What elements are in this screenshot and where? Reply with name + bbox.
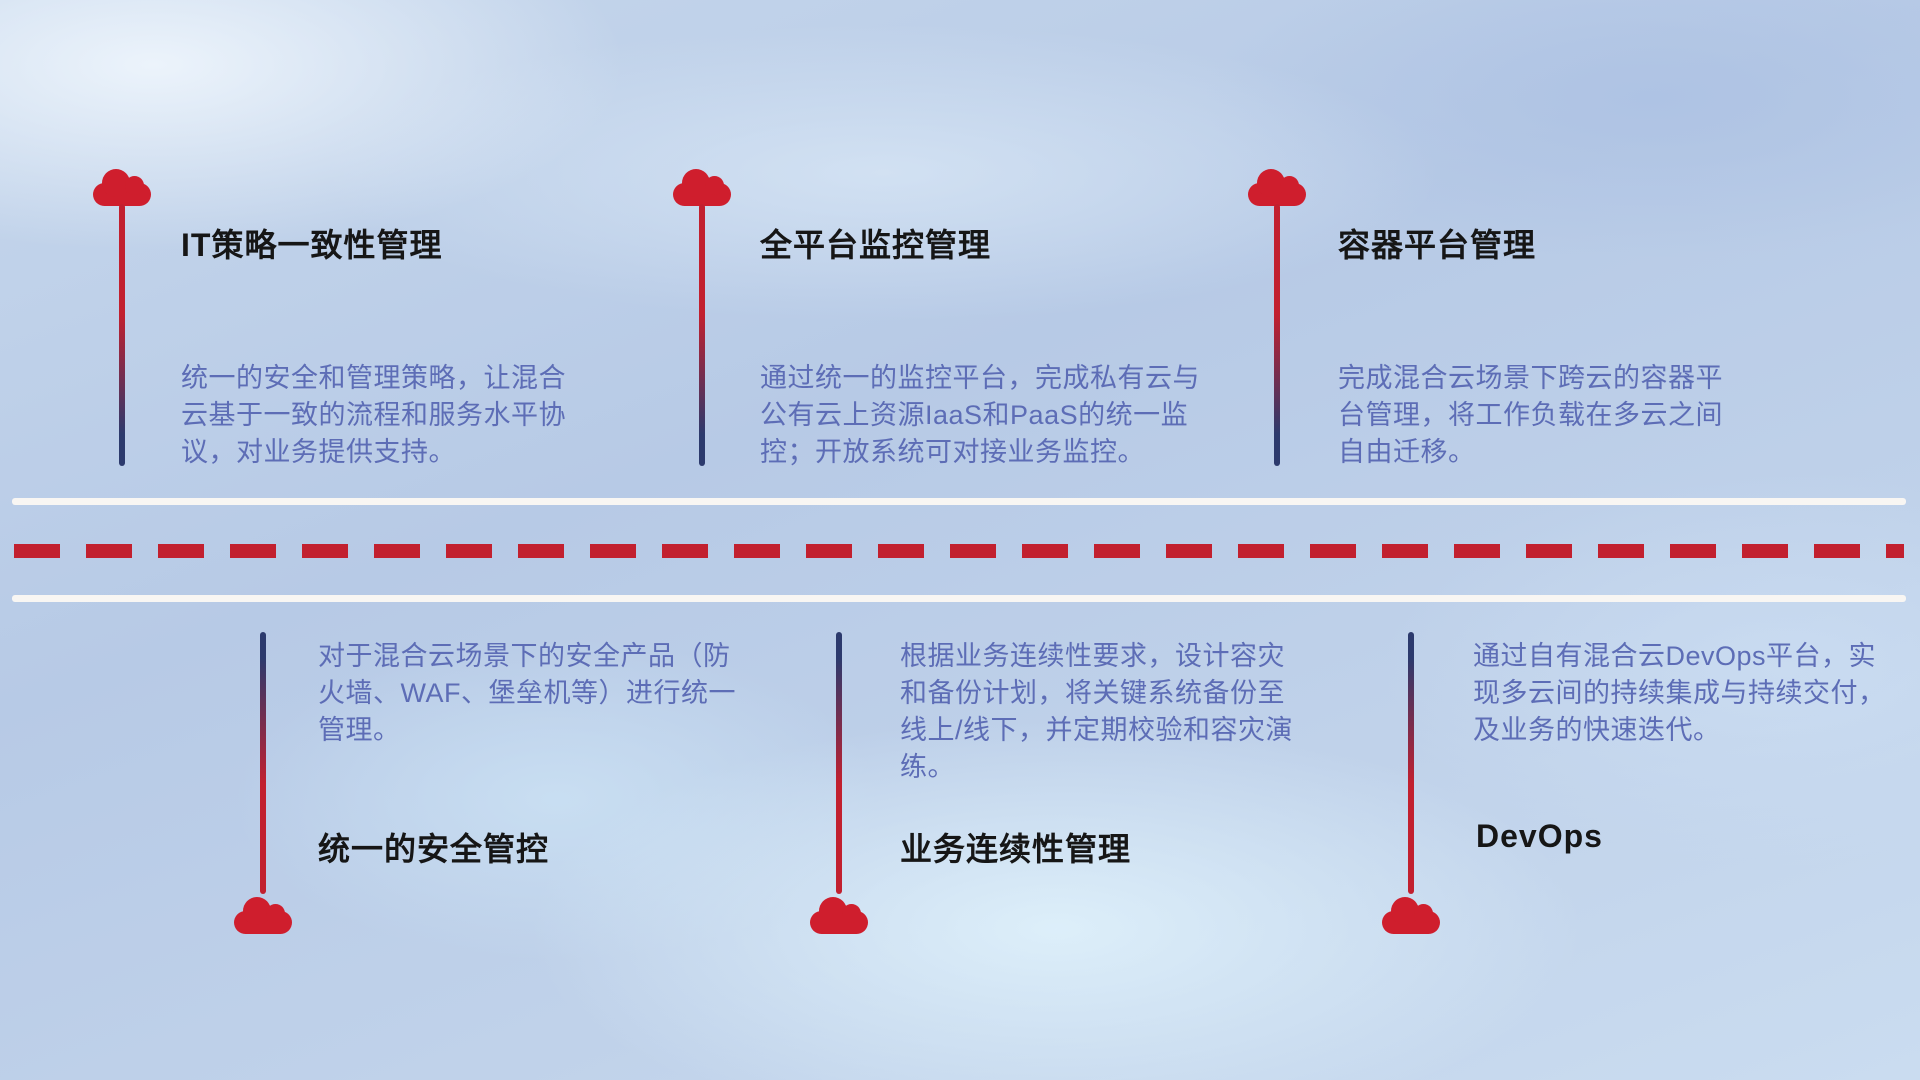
item-title: 统一的安全管控	[318, 831, 550, 867]
item-title: DevOps	[1476, 818, 1603, 854]
item-title: 业务连续性管理	[900, 831, 1132, 867]
item-title: 全平台监控管理	[760, 227, 992, 263]
cloud-icon	[93, 168, 151, 206]
cloud-icon	[1382, 896, 1440, 934]
cloud-icon	[673, 168, 731, 206]
road-line-top	[12, 498, 1906, 505]
cloud-icon	[1248, 168, 1306, 206]
connector-line	[260, 632, 266, 894]
item-description: 统一的安全和管理策略，让混合云基于一致的流程和服务水平协议，对业务提供支持。	[181, 363, 566, 467]
item-description: 根据业务连续性要求，设计容灾和备份计划，将关键系统备份至线上/线下，并定期校验和…	[900, 641, 1294, 782]
cloud-icon	[234, 896, 292, 934]
connector-line	[1274, 204, 1280, 466]
connector-line	[119, 204, 125, 466]
item-description: 对于混合云场景下的安全产品（防火墙、WAF、堡垒机等）进行统一管理。	[318, 641, 736, 745]
connector-line	[699, 204, 705, 466]
item-description: 通过自有混合云DevOps平台，实现多云间的持续集成与持续交付，及业务的快速迭代…	[1473, 641, 1886, 745]
connector-line	[836, 632, 842, 894]
item-description: 完成混合云场景下跨云的容器平台管理，将工作负载在多云之间自由迁移。	[1338, 363, 1723, 467]
item-title: 容器平台管理	[1338, 227, 1537, 263]
cloud-icon	[810, 896, 868, 934]
road-dashed-line	[14, 544, 1904, 558]
item-description: 通过统一的监控平台，完成私有云与公有云上资源IaaS和PaaS的统一监控；开放系…	[760, 363, 1200, 467]
road-line-bottom	[12, 595, 1906, 602]
item-title: IT策略一致性管理	[181, 227, 443, 263]
connector-line	[1408, 632, 1414, 894]
